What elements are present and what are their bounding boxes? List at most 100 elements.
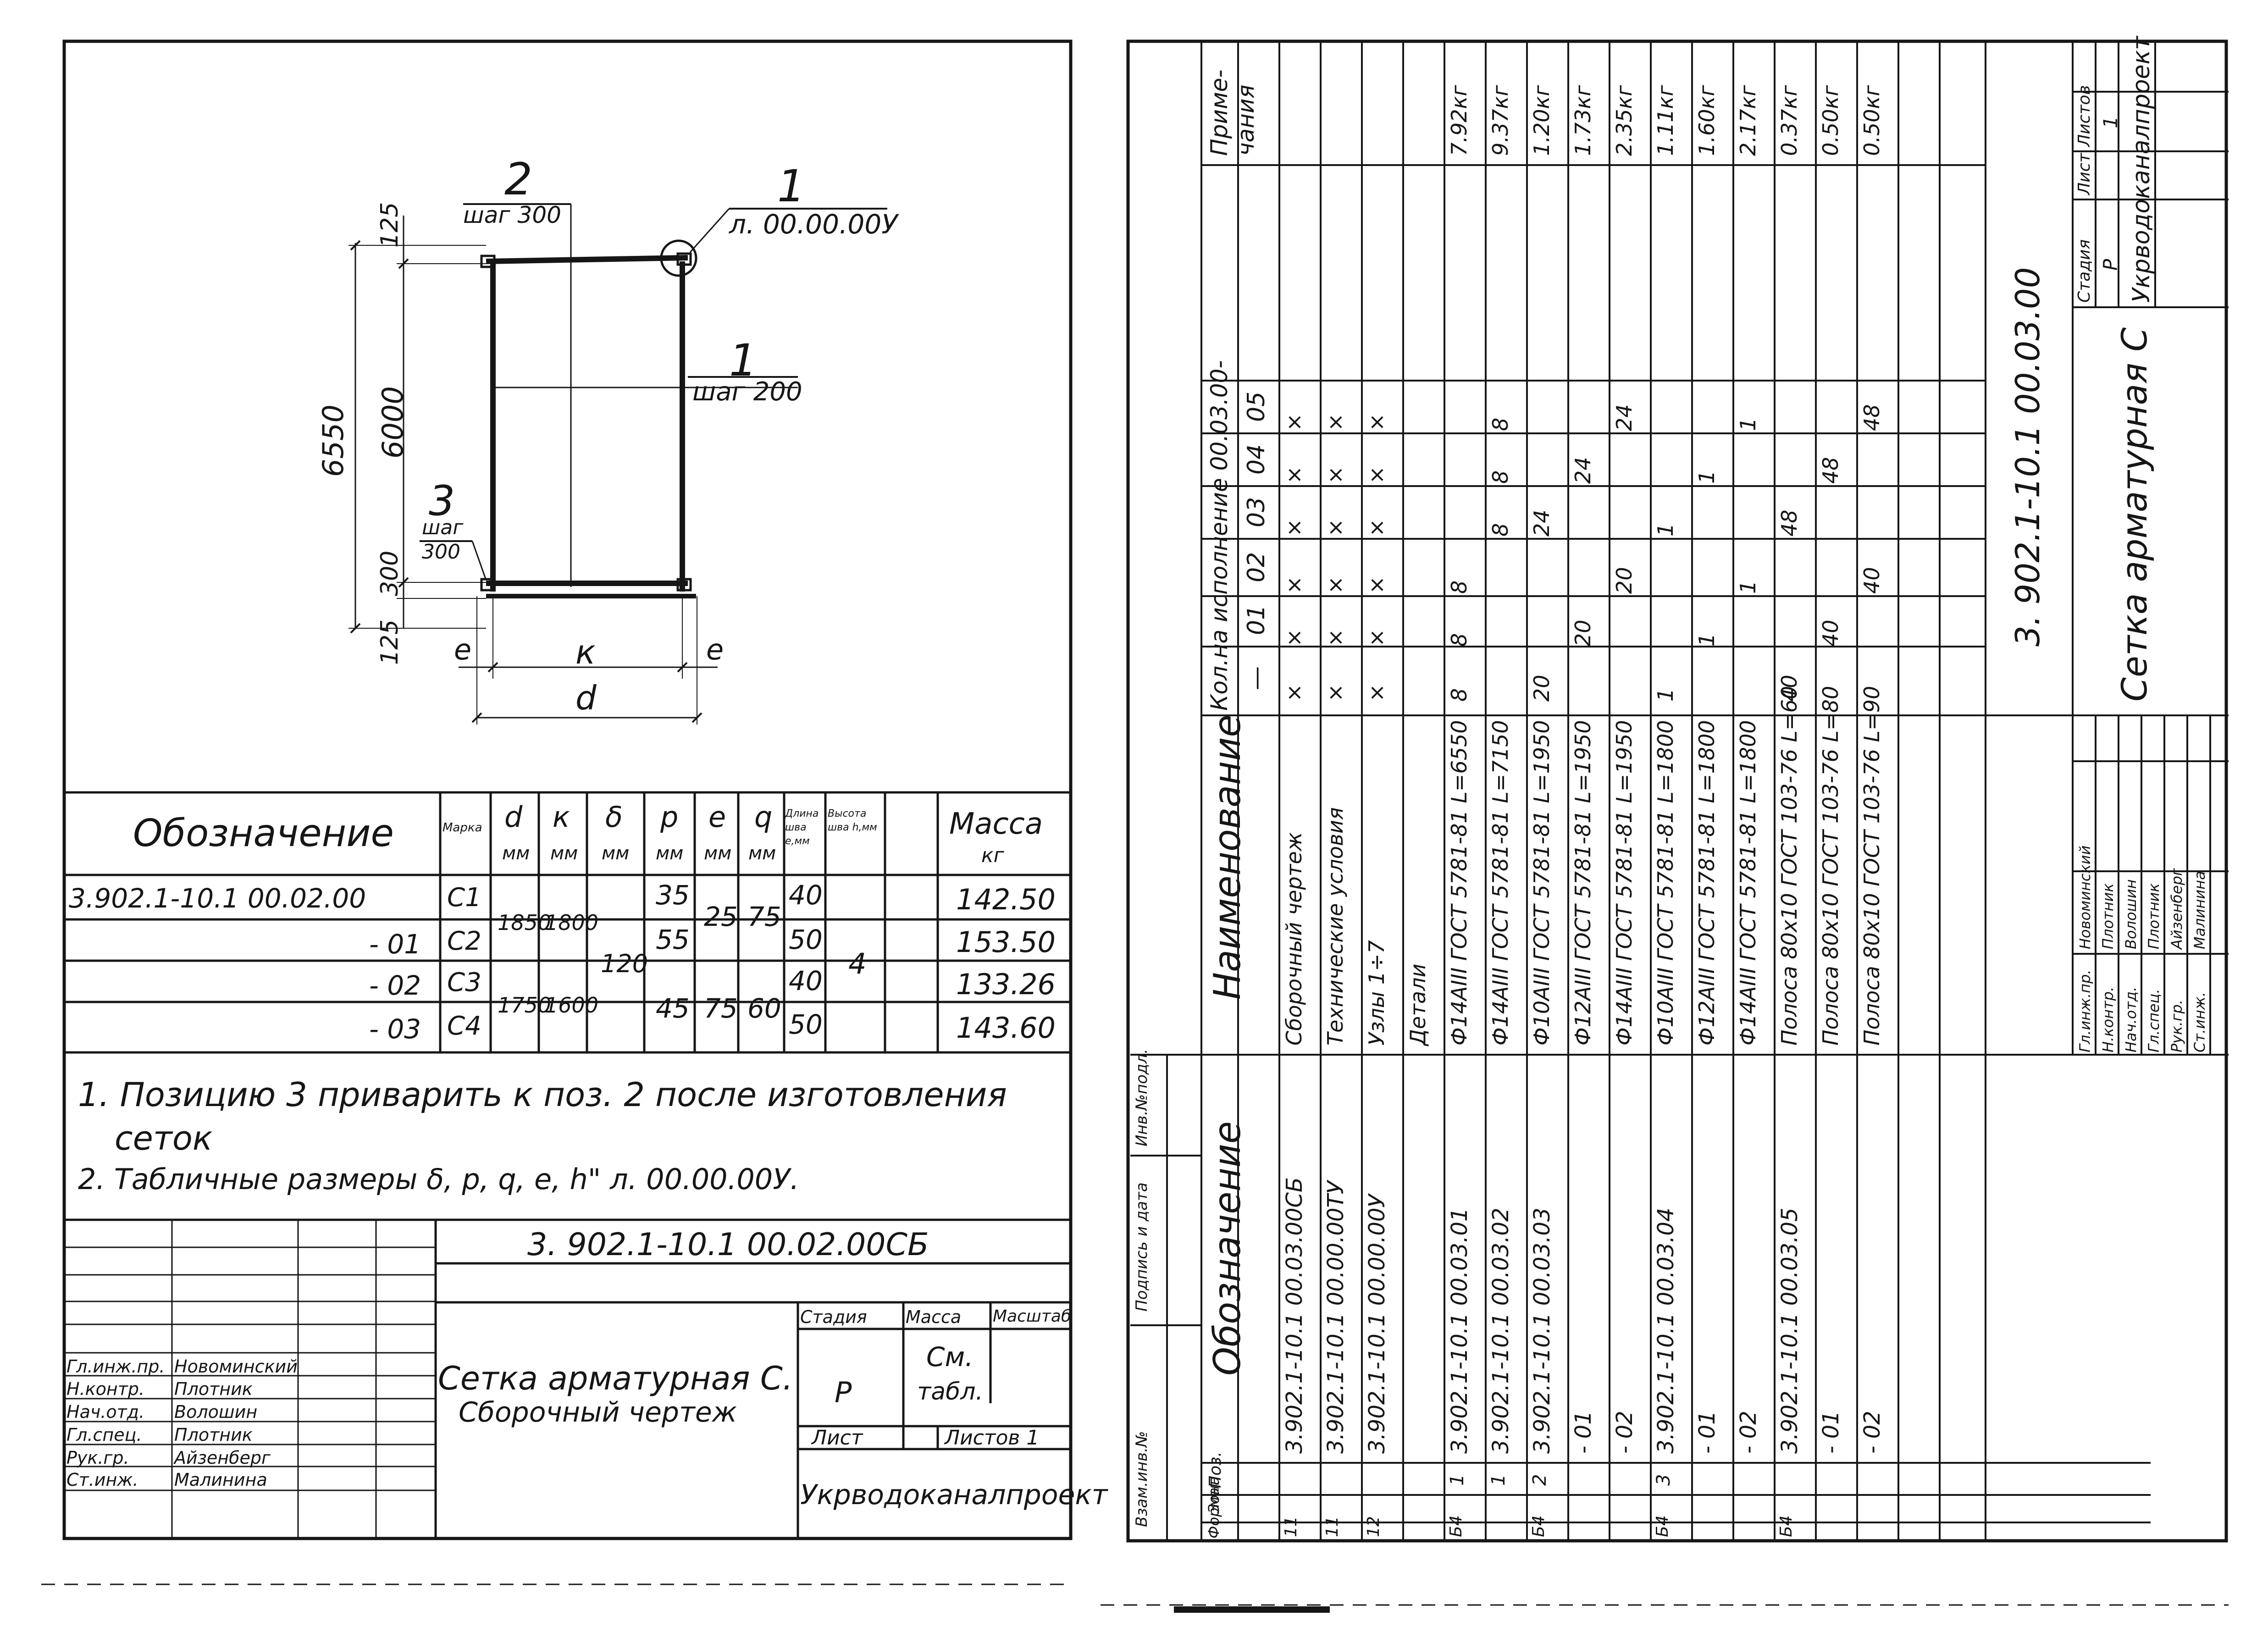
spec-row-pos: 3 [1653, 1474, 1674, 1486]
pos3-step-a: шаг [422, 516, 464, 539]
spec-row-qty: 8 [1488, 470, 1513, 484]
spec-row-pos: 1 [1447, 1474, 1468, 1486]
spec-row-pos: 1 [1488, 1474, 1509, 1486]
row1-mass: 142.50 [956, 883, 1056, 916]
spec-row-format: Б4 [1653, 1515, 1672, 1537]
right-sheets: 1 [2099, 116, 2122, 128]
spec-row-format: Б4 [1447, 1515, 1466, 1537]
left-mass-val-2: табл. [917, 1378, 983, 1406]
dim-k: к [575, 633, 596, 671]
left-name-2: Волошин [174, 1402, 258, 1422]
spec-row-qty: 24 [1571, 457, 1595, 484]
left-table-grid [64, 791, 1071, 1054]
spec-row-qty: × [1323, 629, 1348, 647]
right-name-3: Плотник [2145, 883, 2163, 949]
left-name-0: Новоминский [174, 1356, 298, 1377]
spec-row-qty: 8 [1447, 688, 1471, 702]
spec-row-name: Технические условия [1323, 807, 1348, 1046]
hdr-notes: Приме-чания [1206, 69, 1259, 156]
spec-row-note: 1.11кг [1653, 85, 1678, 156]
variant-4: 04 [1243, 444, 1270, 475]
variant-3: 03 [1243, 497, 1270, 527]
spec-row-designation: - 01 [1694, 1411, 1720, 1454]
spec-row-name: Ф12АIII ГОСТ 5781-81 L=1950 [1571, 720, 1595, 1046]
left-name-5: Малинина [174, 1470, 267, 1490]
spec-row-qty: × [1323, 684, 1348, 702]
spec-row-name: Ф14АIII ГОСТ 5781-81 L=6550 [1447, 720, 1471, 1046]
spec-row-qty: × [1364, 466, 1389, 484]
merged-q-3-4: 60 [747, 993, 781, 1024]
spec-row-qty: × [1323, 519, 1348, 537]
dim-300: 300 [376, 550, 404, 596]
spec-row-qty: × [1282, 466, 1306, 484]
row1-designation: 3.902.1-10.1 00.02.00 [69, 883, 366, 914]
left-stamp-grid [64, 1218, 1071, 1538]
spec-row-qty: 8 [1447, 580, 1471, 594]
spec-row-qty: × [1323, 413, 1348, 431]
side-label-sign: Подпись и дата [1133, 1182, 1151, 1312]
spec-row-qty: × [1364, 413, 1389, 431]
pos1-step: шаг 200 [692, 377, 802, 407]
spec-row-qty: 24 [1529, 509, 1554, 537]
hdr-designation: Обозначение [133, 812, 394, 855]
spec-row-name: Полоса 80х10 ГОСТ 103-76 L=60 [1777, 686, 1802, 1046]
spec-row-qty: 20 [1529, 675, 1554, 702]
variant-0: — [1243, 666, 1270, 690]
hdr-mass: Масса [949, 807, 1043, 841]
hdr-e-unit: мм [704, 843, 732, 864]
spec-row-qty: 48 [1818, 457, 1843, 484]
right-role-0: Гл.инж.пр. [2076, 969, 2094, 1052]
spec-row-name: Полоса 80х10 ГОСТ 103-76 L=90 [1859, 686, 1884, 1046]
merged-q-1-2: 75 [747, 901, 781, 932]
row3-designation: - 02 [369, 970, 421, 1001]
left-role-5: Ст.инж. [66, 1470, 138, 1490]
right-sheets-h: Листов [2075, 85, 2094, 147]
right-title: Сетка арматурная С [2114, 327, 2155, 702]
note-2: 2. Табличные размеры δ, р, q, e, h" л. 0… [78, 1162, 799, 1196]
spec-row-pos: 2 [1529, 1474, 1550, 1486]
spec-row-name: Детали [1405, 963, 1430, 1046]
variant-1: 01 [1243, 604, 1270, 635]
hdr-p-unit: мм [656, 843, 684, 864]
right-role-3: Гл.спец. [2145, 989, 2163, 1052]
spec-row-designation: 3.902.1-10.1 00.03.02 [1488, 1207, 1514, 1454]
spec-row-format: 12 [1364, 1516, 1383, 1537]
dim-6550: 6550 [316, 404, 350, 477]
spec-row-format: Б4 [1777, 1515, 1796, 1537]
spec-row-qty: 8 [1447, 633, 1471, 647]
spec-row-qty: 1 [1694, 470, 1719, 484]
left-role-4: Рук.гр. [66, 1448, 129, 1468]
right-org: Укрводоканалпроект [2128, 36, 2155, 303]
spec-row-name: Ф10АIII ГОСТ 5781-81 L=1950 [1529, 720, 1554, 1046]
spec-row-qty: 8 [1488, 417, 1513, 431]
spec-row-note: 2.35кг [1612, 85, 1637, 156]
left-mass-h: Масса [906, 1307, 962, 1327]
row2-mark: С2 [447, 926, 481, 956]
row2-p: 55 [656, 924, 690, 955]
left-role-2: Нач.отд. [66, 1402, 145, 1422]
spec-row-name: Ф12АIII ГОСТ 5781-81 L=1800 [1694, 720, 1719, 1046]
spec-row-qty: 1 [1736, 580, 1760, 594]
spec-row-format: Б4 [1529, 1515, 1548, 1537]
right-name-1: Плотник [2099, 883, 2117, 949]
left-name-4: Айзенберг [174, 1448, 271, 1468]
spec-row-note: 0.37кг [1777, 85, 1802, 156]
variant-2: 02 [1243, 552, 1270, 582]
left-role-1: Н.контр. [66, 1379, 145, 1399]
spec-row-qty: 40 [1859, 567, 1884, 594]
row1-p: 35 [656, 880, 690, 911]
spec-row-qty: 8 [1488, 523, 1513, 537]
left-scale-h: Масштаб [993, 1307, 1072, 1326]
spec-row-format: 11 [1282, 1516, 1300, 1537]
spec-row-qty: 40 [1777, 675, 1802, 702]
spec-row-note: 9.37кг [1488, 85, 1513, 156]
pos1-ref: л. 00.00.00У [729, 209, 898, 240]
note-1: 1. Позицию 3 приварить к поз. 2 после из… [78, 1075, 1007, 1114]
right-stage-h: Стадия [2075, 239, 2094, 303]
hdr-pos: Поз. [1206, 1451, 1225, 1488]
hdr-k-unit: мм [550, 843, 578, 864]
row4-mass: 143.60 [956, 1011, 1056, 1045]
merged-d-1-2: 1850 [498, 910, 552, 935]
hdr-mark: Марка [443, 821, 482, 835]
spec-row-name: Сборочный чертеж [1282, 832, 1306, 1046]
